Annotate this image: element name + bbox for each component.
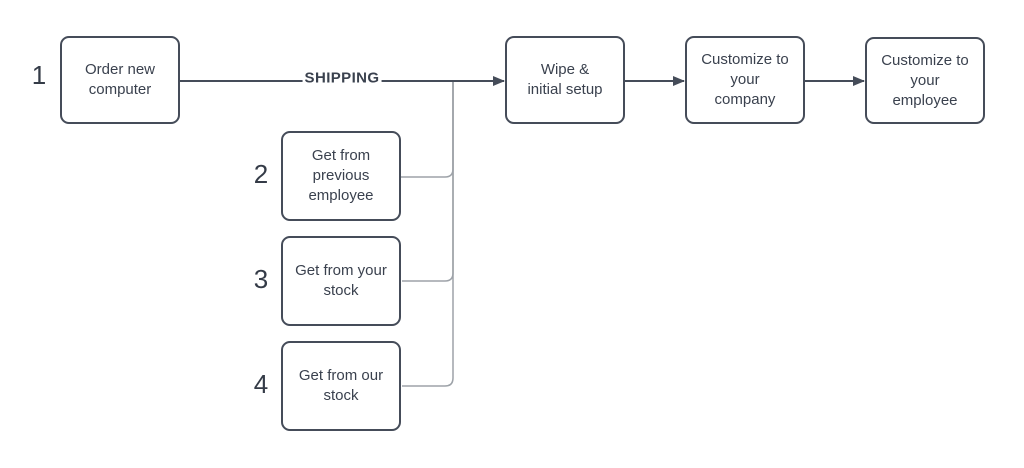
node-get-from-previous-employee: Get from previous employee — [281, 131, 401, 221]
node-label-line: stock — [323, 282, 359, 299]
node-label-line: stock — [323, 387, 359, 404]
node-label: Get from previous employee — [308, 146, 373, 206]
node-label-line: employee — [892, 91, 958, 109]
node-label: Wipe & initial setup — [527, 60, 602, 100]
node-label-line: previous — [312, 167, 370, 184]
connector-your-stock-merge — [402, 82, 454, 282]
node-label-line: Customize to — [881, 51, 969, 69]
node-label-line: your — [730, 71, 760, 88]
node-get-from-your-stock: Get from your stock — [281, 236, 401, 326]
node-label: Get from our stock — [299, 366, 383, 406]
node-label-line: computer — [88, 81, 152, 98]
connector-previous-employee-merge — [401, 82, 454, 178]
node-label-line: your — [910, 71, 940, 89]
step-number-2: 2 — [253, 159, 269, 189]
node-label-line: employee — [308, 187, 374, 204]
node-wipe-initial-setup: Wipe & initial setup — [505, 36, 625, 124]
node-label-line: Wipe & — [540, 61, 590, 78]
step-number-1: 1 — [31, 60, 47, 90]
step-number-3: 3 — [253, 264, 269, 294]
node-label-line: company — [714, 91, 776, 108]
node-label-line: initial setup — [527, 81, 603, 98]
node-label-line: Get from — [311, 147, 371, 164]
node-label-line: Get from your — [295, 262, 387, 279]
node-label-line: Order new — [84, 61, 156, 78]
node-label: Customize to your company — [701, 50, 789, 110]
node-label-line: Get from our — [298, 367, 384, 384]
node-customize-to-your-company: Customize to your company — [685, 36, 805, 124]
node-label: Customize to your employee — [881, 51, 969, 111]
step-number-4: 4 — [253, 369, 269, 399]
node-customize-to-your-employee: Customize to your employee — [865, 37, 985, 124]
shipping-edge-label: SHIPPING — [302, 69, 382, 87]
connector-our-stock-merge — [402, 82, 454, 387]
node-label: Get from your stock — [295, 261, 387, 301]
node-order-new-computer: Order new computer — [60, 36, 180, 124]
node-label: Order new computer — [85, 60, 155, 100]
node-label-line: Customize to — [701, 51, 789, 68]
node-get-from-our-stock: Get from our stock — [281, 341, 401, 431]
